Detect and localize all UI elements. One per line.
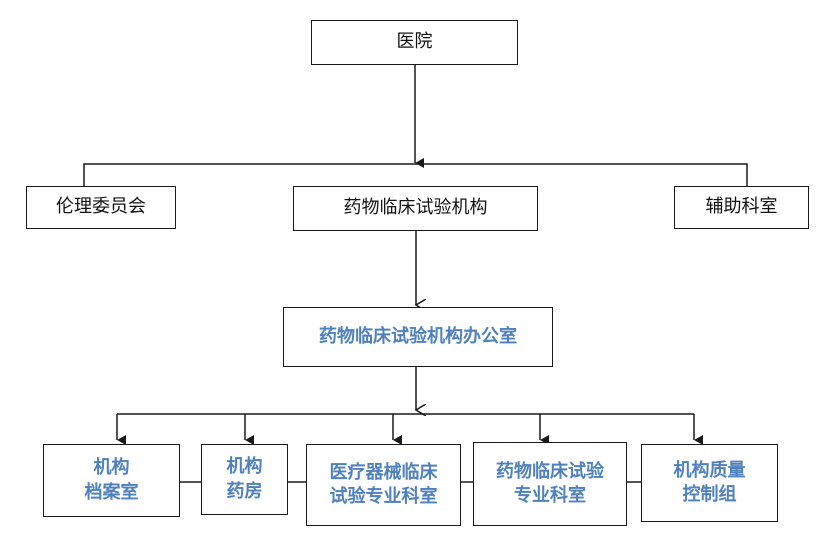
drug-trial-department-node: 药物临床试验 专业科室 [473, 442, 627, 526]
archive-room-line1: 机构 [93, 457, 130, 479]
device-trial-department-line1: 医疗器械临床 [329, 461, 438, 483]
auxiliary-departments-node: 辅助科室 [674, 186, 809, 229]
ethics-committee-label: 伦理委员会 [56, 196, 146, 218]
institution-pharmacy-line1: 机构 [226, 456, 263, 478]
clinical-trial-institution-node: 药物临床试验机构 [293, 186, 538, 231]
hospital-node: 医院 [311, 20, 518, 65]
institution-office-node: 药物临床试验机构办公室 [283, 307, 553, 367]
quality-control-group-line1: 机构质量 [673, 459, 746, 481]
device-trial-department-line2: 试验专业科室 [329, 486, 438, 507]
level2-bracket [83, 163, 748, 186]
device-trial-department-node: 医疗器械临床 试验专业科室 [306, 444, 461, 526]
auxiliary-departments-label: 辅助科室 [705, 196, 778, 218]
institution-office-label: 药物临床试验机构办公室 [319, 325, 517, 347]
ethics-committee-node: 伦理委员会 [26, 186, 176, 229]
hospital-label: 医院 [396, 31, 433, 53]
institution-pharmacy-node: 机构 药房 [201, 444, 288, 515]
drug-trial-department-line2: 专业科室 [514, 485, 586, 506]
archive-room-node: 机构 档案室 [43, 444, 180, 517]
drug-trial-department-line1: 药物临床试验 [496, 460, 604, 482]
archive-room-line2: 档案室 [84, 481, 139, 503]
quality-control-group-line2: 控制组 [682, 484, 737, 505]
quality-control-group-node: 机构质量 控制组 [641, 444, 778, 522]
clinical-trial-institution-label: 药物临床试验机构 [343, 197, 488, 219]
institution-pharmacy-line2: 药房 [226, 480, 263, 502]
